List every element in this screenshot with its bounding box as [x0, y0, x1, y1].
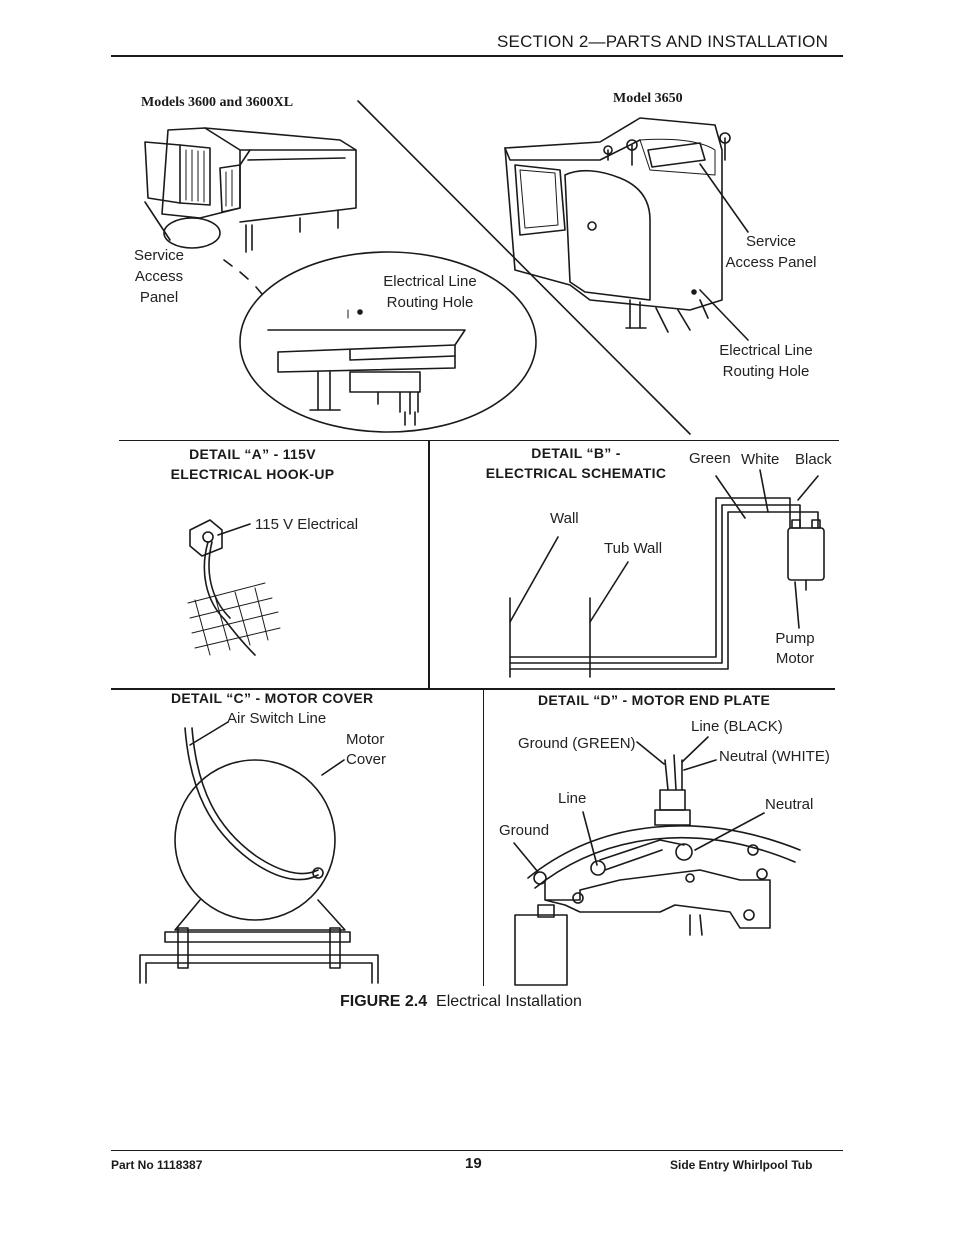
title-line: ELECTRICAL SCHEMATIC	[485, 465, 667, 481]
line-label: Line	[558, 790, 587, 807]
wire-white-label: White	[741, 451, 780, 468]
tub-3600-drawing	[144, 127, 357, 295]
part-number: Part No 1118387	[111, 1158, 203, 1172]
wall-label: Wall	[550, 510, 579, 527]
detail-c-motor-drawing	[139, 721, 379, 984]
label-line: Motor	[346, 731, 385, 748]
wire-black-label: Black	[795, 451, 832, 468]
detail-cd-divider	[483, 688, 484, 986]
figure-title: Electrical Installation	[436, 993, 582, 1010]
detail-a-outlet-drawing	[187, 519, 281, 656]
product-name: Side Entry Whirlpool Tub	[670, 1158, 813, 1172]
label-line: Panel	[139, 289, 179, 306]
title-line: ELECTRICAL HOOK-UP	[170, 466, 335, 482]
detail-b-schematic-drawing	[509, 469, 825, 678]
pump-motor-label: Pump Motor	[766, 629, 824, 669]
routing-hole-zoom	[239, 251, 537, 433]
detail-b-title: DETAIL “B” - ELECTRICAL SCHEMATIC	[470, 443, 682, 483]
right-service-panel-label: Service Access Panel	[724, 231, 818, 273]
detail-d-title: DETAIL “D” - MOTOR END PLATE	[538, 692, 771, 708]
neutral-white-label: Neutral (WHITE)	[719, 748, 830, 765]
detail-a-title: DETAIL “A” - 115V ELECTRICAL HOOK-UP	[150, 444, 355, 484]
detail-a-electrical-label: 115 V Electrical	[255, 516, 359, 533]
label-line: Electrical Line	[383, 273, 477, 290]
lower-rule	[111, 688, 835, 690]
label-line: Routing Hole	[722, 363, 810, 380]
label-line: Access Panel	[725, 254, 817, 271]
tub-3650-drawing	[504, 117, 749, 341]
zoom-circle-small	[163, 217, 221, 249]
middle-rule	[119, 440, 839, 441]
left-routing-hole-label: Electrical Line Routing Hole	[380, 271, 480, 313]
label-line: Electrical Line	[719, 342, 813, 359]
figure-caption: FIGURE 2.4 Electrical Installation	[340, 993, 582, 1011]
label-line: Service	[745, 233, 797, 250]
title-line: DETAIL “A” - 115V	[189, 446, 316, 462]
ground-green-label: Ground (GREEN)	[518, 735, 636, 752]
detail-c-title: DETAIL “C” - MOTOR COVER	[171, 690, 374, 706]
label-line: Motor	[775, 650, 815, 667]
wire-green-label: Green	[689, 450, 731, 467]
tub-wall-label: Tub Wall	[604, 540, 663, 557]
model-3650-title: Model 3650	[613, 91, 683, 106]
label-line: Service	[133, 247, 185, 264]
right-routing-hole-label: Electrical Line Routing Hole	[714, 340, 818, 382]
figure-number: FIGURE 2.4	[340, 993, 428, 1010]
neutral-label: Neutral	[765, 796, 814, 813]
ground-label: Ground	[499, 822, 550, 839]
detail-d-endplate-drawing	[513, 736, 801, 986]
header-rule	[111, 55, 843, 57]
diagonal-separator	[357, 100, 691, 435]
label-line: Cover	[346, 751, 387, 768]
left-service-panel-label: Service Access Panel	[126, 245, 192, 308]
motor-cover-label: Motor Cover	[346, 730, 386, 770]
footer-rule	[111, 1150, 843, 1151]
models-3600-title: Models 3600 and 3600XL	[141, 95, 294, 110]
line-black-label: Line (BLACK)	[691, 718, 783, 735]
detail-ab-divider	[428, 440, 430, 688]
air-switch-line-label: Air Switch Line	[227, 710, 327, 727]
label-line: Access	[134, 268, 184, 285]
section-header: SECTION 2—PARTS AND INSTALLATION	[497, 32, 829, 51]
label-line: Pump	[775, 630, 815, 647]
label-line: Routing Hole	[386, 294, 474, 311]
page-number: 19	[465, 1155, 482, 1172]
title-line: DETAIL “B” -	[531, 445, 621, 461]
